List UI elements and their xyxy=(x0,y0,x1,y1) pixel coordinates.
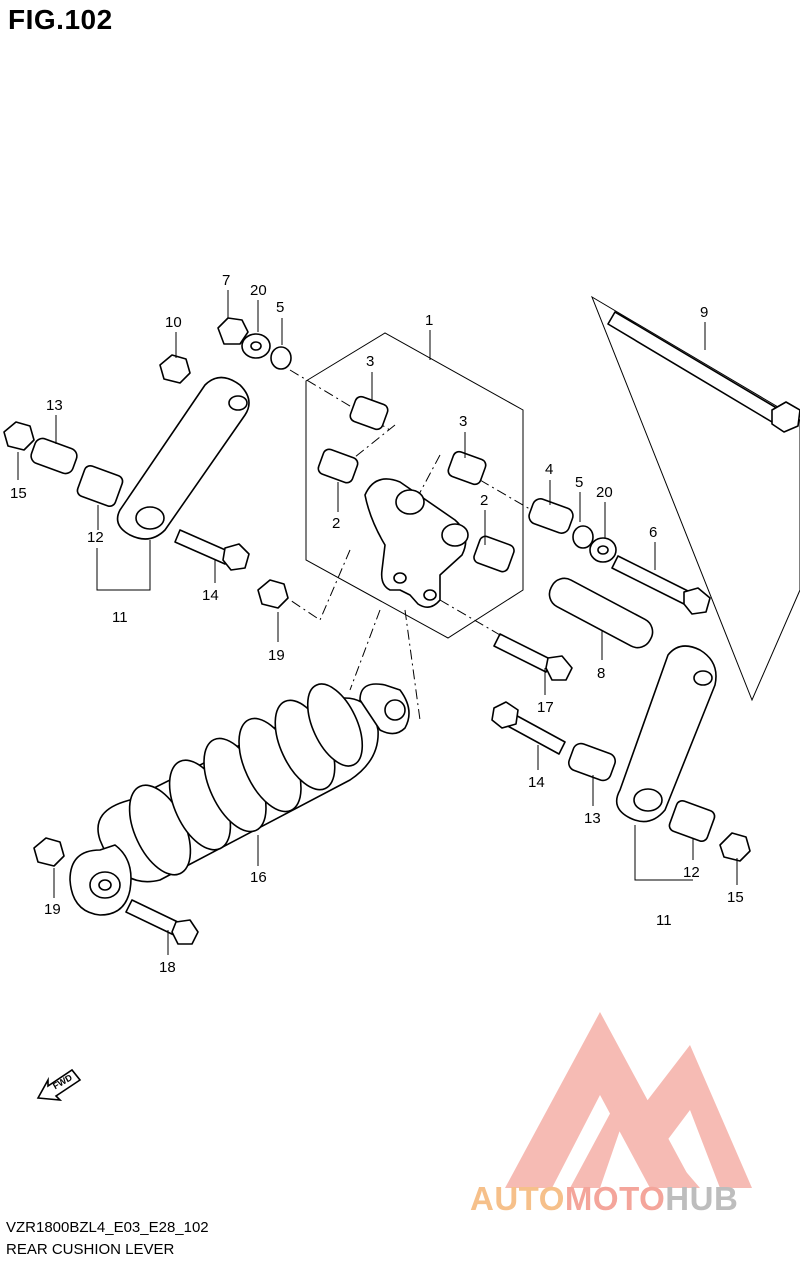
callout-2: 2 xyxy=(480,492,488,509)
callout-12: 12 xyxy=(683,864,700,881)
callout-10: 10 xyxy=(165,314,182,331)
callout-15: 15 xyxy=(10,485,27,502)
diagram-caption: REAR CUSHION LEVER xyxy=(6,1241,175,1258)
callout-19: 19 xyxy=(268,647,285,664)
needle-bearings xyxy=(76,395,716,842)
watermark-moto: MOTO xyxy=(564,1180,666,1217)
callout-20: 20 xyxy=(596,484,613,501)
cushion-lever xyxy=(364,478,469,608)
bolt-group-outline xyxy=(590,295,800,702)
shock-spring xyxy=(128,683,364,876)
callout-labels: 1 2 2 3 3 4 5 5 6 7 8 9 10 11 11 12 12 1… xyxy=(10,272,744,976)
callout-9: 9 xyxy=(700,304,708,321)
fwd-arrow-icon xyxy=(36,1068,82,1101)
callout-4: 4 xyxy=(545,461,553,478)
cushion-rod-left xyxy=(116,376,250,540)
assembly-group-outline xyxy=(305,332,524,639)
callout-1: 1 xyxy=(425,312,433,329)
callout-16: 16 xyxy=(250,869,267,886)
watermark-logo-mark xyxy=(505,1012,752,1188)
callout-11: 11 xyxy=(112,609,128,626)
callout-14: 14 xyxy=(202,587,219,604)
callout-5: 5 xyxy=(276,299,284,316)
leader-lines xyxy=(17,290,738,955)
callout-2: 2 xyxy=(332,515,340,532)
callout-8: 8 xyxy=(597,665,605,682)
callout-18: 18 xyxy=(159,959,176,976)
callout-13: 13 xyxy=(584,810,601,827)
figure-footer: VZR1800BZL4_E03_E28_102 REAR CUSHION LEV… xyxy=(6,1217,209,1261)
callout-17: 17 xyxy=(537,699,554,716)
washers-seals xyxy=(241,333,617,563)
callout-5: 5 xyxy=(575,474,583,491)
callout-7: 7 xyxy=(222,272,230,289)
shock-absorber xyxy=(69,683,410,916)
watermark-auto: AUTO xyxy=(470,1180,565,1217)
nuts xyxy=(3,317,751,867)
callout-20: 20 xyxy=(250,282,267,299)
callout-6: 6 xyxy=(649,524,657,541)
bolts xyxy=(125,311,800,945)
spacers xyxy=(30,437,654,782)
callout-14: 14 xyxy=(528,774,545,791)
watermark-logo-text: AUTOMOTOHUB xyxy=(470,1180,738,1218)
figure-title: FIG.102 xyxy=(8,4,113,35)
cushion-rod-right xyxy=(615,645,717,823)
diagram-code: VZR1800BZL4_E03_E28_102 xyxy=(6,1219,209,1236)
watermark-hub: HUB xyxy=(665,1180,739,1217)
center-lines xyxy=(289,369,541,721)
callout-12: 12 xyxy=(87,529,104,546)
callout-3: 3 xyxy=(459,413,467,430)
callout-19: 19 xyxy=(44,901,61,918)
callout-15: 15 xyxy=(727,889,744,906)
callout-3: 3 xyxy=(366,353,374,370)
callout-13: 13 xyxy=(46,397,63,414)
forward-direction-indicator: FWD xyxy=(36,1068,82,1101)
callout-11: 11 xyxy=(656,912,672,929)
